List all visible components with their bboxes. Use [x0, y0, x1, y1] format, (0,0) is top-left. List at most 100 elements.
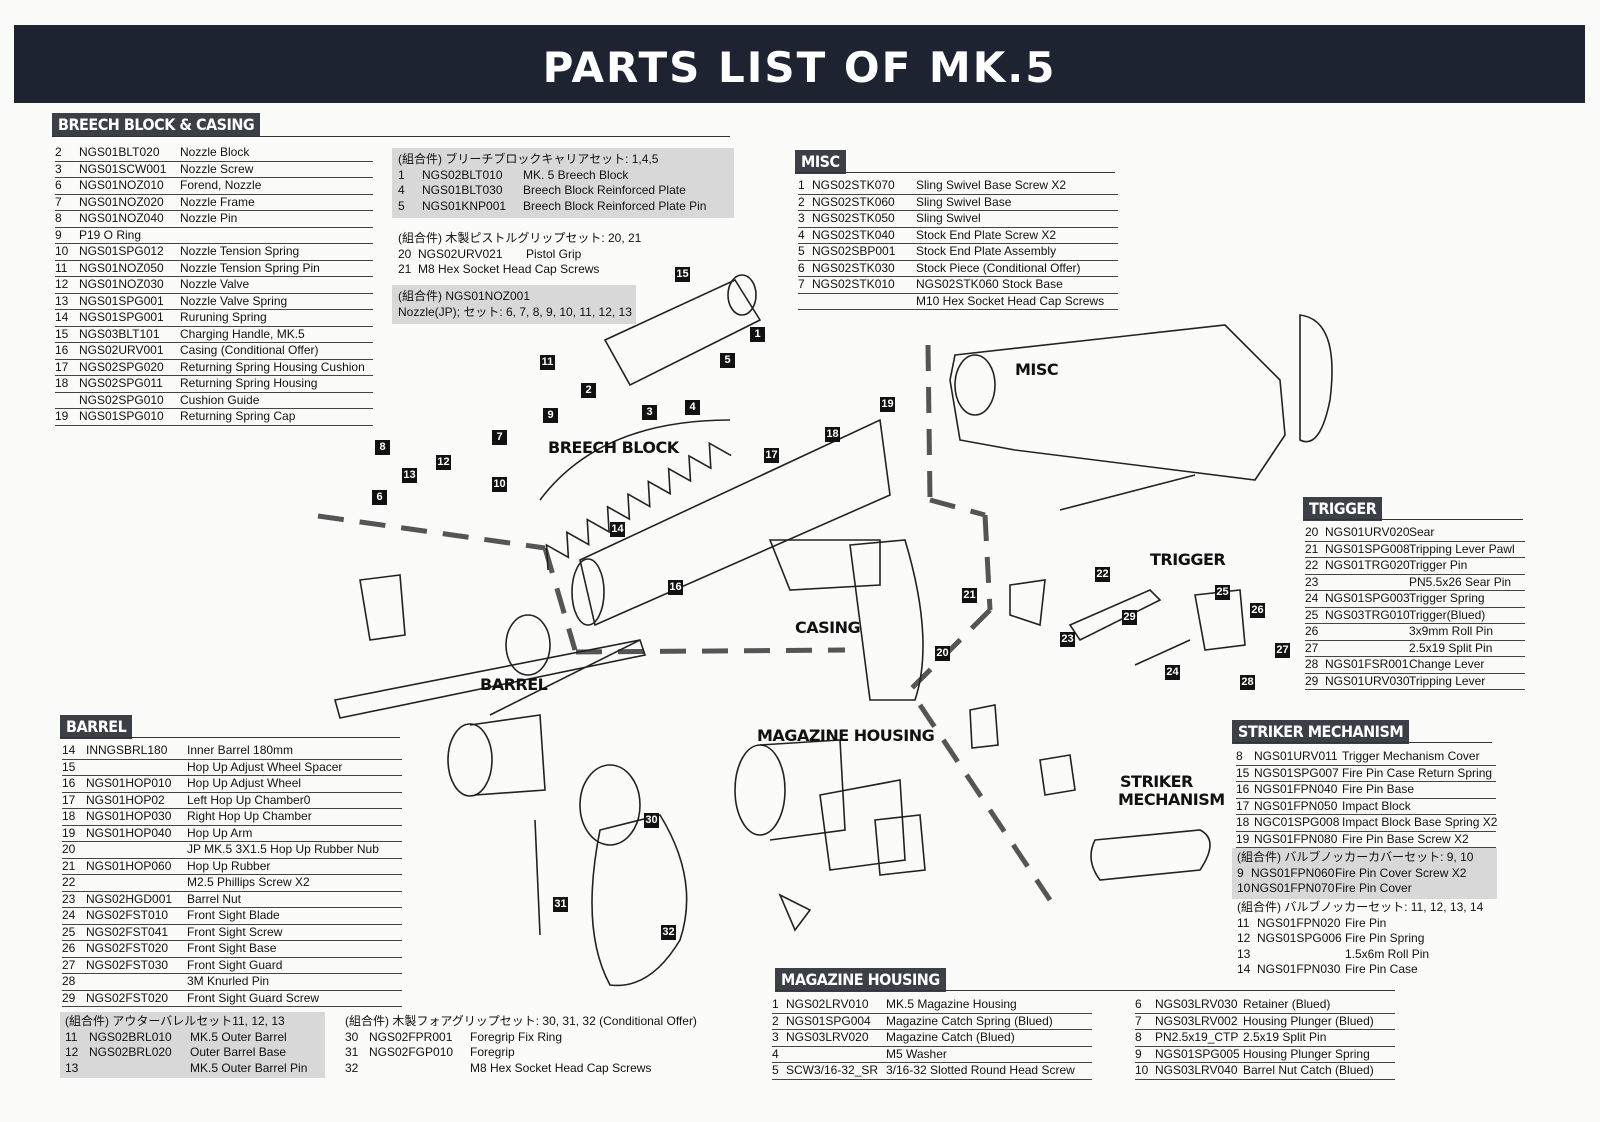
section-label-barrel: BARREL	[60, 715, 133, 739]
part-number: 12	[55, 277, 69, 291]
part-number: 19	[1236, 831, 1250, 846]
part-code: NGS02FST010	[86, 908, 169, 922]
part-code: NGS01KNP001	[422, 198, 507, 213]
part-description: Forend, Nozzle	[180, 178, 262, 192]
part-description: Nozzle Screw	[180, 161, 254, 176]
part-description: Right Hop Up Chamber	[187, 809, 312, 823]
part-number: 21	[398, 262, 412, 276]
part-number: 1	[772, 997, 779, 1011]
part-code: NGS01FPN060	[1251, 865, 1335, 880]
part-description: Front Sight Guard Screw	[187, 990, 320, 1005]
callout-28: 28	[1240, 675, 1255, 690]
section-rule	[52, 136, 730, 137]
part-code: NGS02STK060	[812, 194, 895, 209]
group-title: (組合件) バルブノッカーセット: 11, 12, 13, 14	[1237, 900, 1484, 914]
part-description: M5 Washer	[886, 1046, 947, 1061]
part-code: NGS02BRL020	[89, 1045, 172, 1059]
part-code	[1325, 624, 1409, 640]
part-code: NGS03LRV040	[1155, 1063, 1238, 1077]
part-code: NGS01HOP040	[86, 825, 172, 840]
part-description: Inner Barrel 180mm	[187, 743, 294, 757]
callout-27: 27	[1275, 643, 1290, 658]
part-code: NGS01BLT020	[79, 145, 160, 159]
part-description: M8 Hex Socket Head Cap Screws	[470, 1060, 652, 1075]
part-number: 28	[1305, 657, 1319, 671]
part-code: NGS02HGD001	[86, 891, 173, 906]
part-number: 11	[55, 260, 68, 275]
part-description: Nozzle Tension Spring	[180, 244, 300, 258]
part-code: NGS01FPN040	[1254, 782, 1338, 796]
page-title: PARTS LIST OF MK.5	[542, 43, 1057, 92]
part-number: 32	[345, 1060, 359, 1075]
part-code: M8 Hex Socket Head Cap Screws	[418, 262, 600, 276]
part-code: PN2.5x19_CTP	[1155, 1030, 1239, 1044]
part-number: 4	[798, 227, 805, 242]
part-number: 20	[398, 246, 412, 261]
part-number: 26	[62, 941, 76, 955]
part-description: Barrel Nut Catch (Blued)	[1243, 1063, 1374, 1077]
part-description: Housing Plunger Spring	[1243, 1046, 1370, 1061]
part-number: 14	[55, 310, 69, 324]
part-code: NGS01NOZ010	[79, 178, 164, 192]
part-number: 30	[345, 1029, 359, 1044]
callout-25: 25	[1215, 585, 1230, 600]
part-number: 21	[1305, 541, 1319, 556]
part-code: NGS02BLT010	[422, 167, 503, 182]
part-description: M2.5 Phillips Screw X2	[187, 875, 310, 889]
callout-11: 11	[540, 355, 555, 370]
part-number: 2	[772, 1013, 779, 1028]
group-row: 21 M8 Hex Socket Head Cap Screws	[398, 262, 728, 278]
part-code: NGS02BRL010	[89, 1029, 172, 1044]
part-description: Stock End Plate Assembly	[916, 244, 1057, 258]
group-title: (組合件) アウターバレルセット11, 12, 13	[65, 1014, 285, 1028]
part-number: 31	[345, 1045, 359, 1059]
part-code: NGS01SPG001	[79, 293, 164, 308]
part-code: NGS01SPG006	[1257, 931, 1342, 945]
callout-7: 7	[492, 430, 507, 445]
part-number: 6	[1135, 997, 1142, 1011]
part-code: NGS03LRV030	[1155, 997, 1238, 1011]
part-code: NGS02URV001	[79, 343, 164, 357]
part-number: 10	[1237, 881, 1251, 895]
part-code: NGS02STK070	[812, 178, 895, 192]
part-description: Ruruning Spring	[180, 310, 267, 324]
part-code: NGS03LRV002	[1155, 1013, 1238, 1028]
part-number: 21	[62, 858, 76, 873]
group-title: (組合件) 木製ピストルグリップセット: 20, 21	[398, 231, 642, 245]
part-code: NGS01SPG004	[786, 1013, 871, 1028]
part-description: Impact Block	[1342, 798, 1411, 813]
part-code: NGS01SPG005	[1155, 1046, 1240, 1061]
part-description: Stock Piece (Conditional Offer)	[916, 260, 1081, 275]
part-number: 19	[55, 409, 69, 423]
diagram-label-striker: STRIKER	[1120, 772, 1193, 791]
part-code: NGS01HOP02	[86, 792, 165, 807]
part-code: NGS02FPR001	[369, 1029, 453, 1044]
part-code: NGS01HOP010	[86, 776, 172, 790]
part-number: 9	[55, 227, 62, 242]
barrel-group-2: (組合件) 木製フォアグリップセット: 30, 31, 32 (Conditio…	[340, 1012, 700, 1078]
part-code: NGS01SPG008	[1325, 541, 1410, 556]
